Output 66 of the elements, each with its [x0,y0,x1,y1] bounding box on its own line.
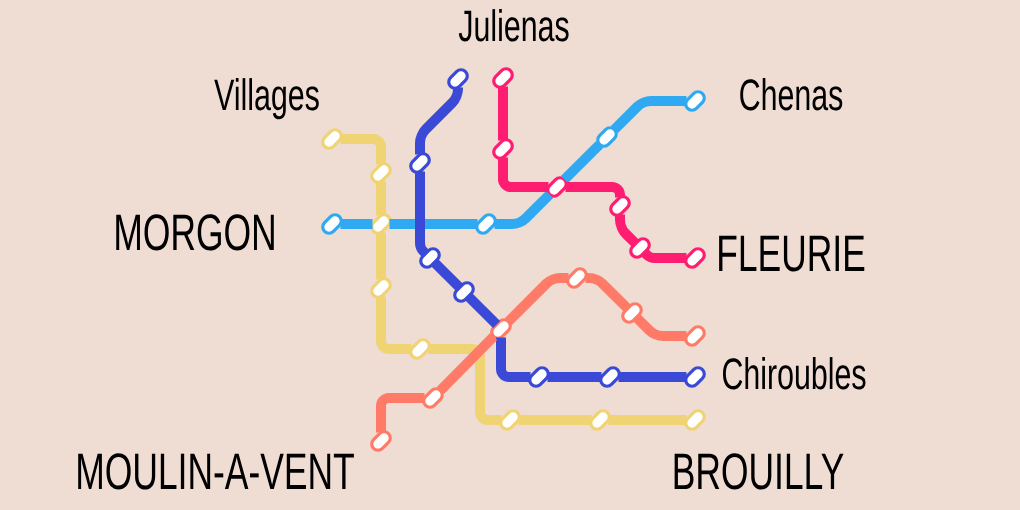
station-marker [419,247,441,269]
station-marker [321,128,343,150]
station-marker [475,213,497,235]
metro-line [376,296,412,354]
metro-line [547,372,602,382]
station-marker [409,338,431,360]
station-marker [422,387,444,409]
metro-line [428,344,502,425]
metro-line [376,232,386,280]
station-marker [370,277,392,299]
metro-line [340,219,373,229]
station-marker [370,162,392,184]
metro-line [518,415,592,425]
station-name: Chenas [740,78,843,111]
station-name: MORGON [116,214,274,251]
metro-line [498,86,508,141]
metro-line [640,248,687,263]
station-name: Julienas [458,9,569,42]
station-marker [492,67,514,89]
metro-line [565,182,625,200]
station-name: BROUILLY [674,453,844,490]
station-marker [596,126,618,148]
metro-line [494,190,554,229]
station-marker [447,68,469,90]
station-marker [409,152,431,174]
metro-line [608,415,687,425]
station-marker [621,302,643,324]
station-name: MOULIN-A-VENT [78,453,354,490]
metro-line [496,337,531,382]
metro-line [415,84,463,155]
metro-line [389,219,478,229]
metro-line [415,171,430,258]
station-marker [321,213,343,235]
station-marker [546,176,568,198]
station-marker [609,195,631,217]
station-marker [528,366,550,388]
metro-line [498,157,549,192]
metro-line [436,332,498,395]
station-marker [629,237,651,259]
station-marker [499,409,521,431]
station-marker [566,267,588,289]
metro-line [464,292,501,329]
station-marker [453,281,475,303]
station-marker [684,366,706,388]
station-marker [589,409,611,431]
station-marker [684,247,706,269]
station-name: FLEURIE [719,235,865,272]
metro-line [618,372,687,382]
metro-line [610,96,687,134]
metro-line [584,273,632,313]
metro-line [632,313,687,341]
station-marker [684,90,706,112]
station-marker [684,409,706,431]
station-marker [370,213,392,235]
station-marker [490,318,512,340]
station-marker [370,430,392,452]
station-marker [599,366,621,388]
station-marker [684,325,706,347]
metro-line [560,140,604,184]
metro-line [504,273,569,326]
metro-line [615,214,640,248]
station-name: Villages [214,78,319,120]
station-name: Chiroubles [723,357,866,390]
metro-line [376,181,386,216]
station-marker [492,138,514,160]
metro-line [430,258,464,292]
